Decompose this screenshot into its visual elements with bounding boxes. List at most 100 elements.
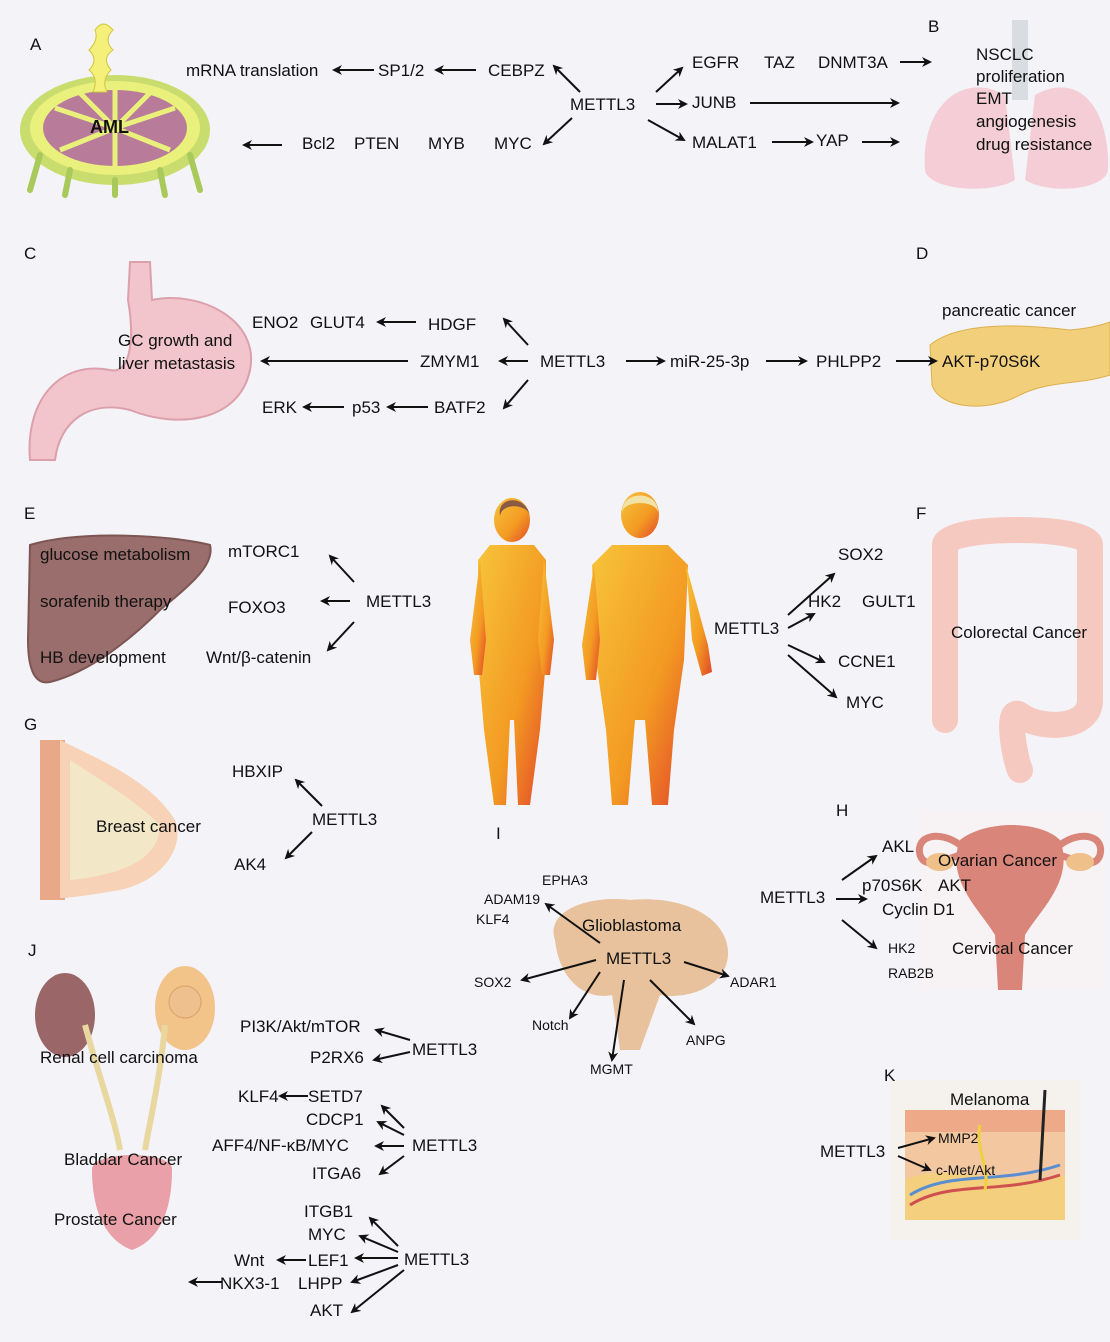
- mrna-translation-label: mRNA translation: [186, 62, 318, 79]
- sox2-f-label: SOX2: [838, 546, 883, 563]
- bcl2-label: Bcl2: [302, 135, 335, 152]
- klf4-i-label: KLF4: [476, 912, 509, 926]
- notch-label: Notch: [532, 1018, 569, 1032]
- angiogenesis-label: angiogenesis: [976, 113, 1076, 130]
- malat1-label: MALAT1: [692, 134, 757, 151]
- cebpz-label: CEBPZ: [488, 62, 545, 79]
- hb-development-label: HB development: [40, 649, 166, 666]
- akt-h-label: AKT: [938, 877, 971, 894]
- mettl3-e-label: METTL3: [366, 593, 431, 610]
- c-met-akt-label: c-Met/Akt: [936, 1163, 995, 1177]
- mettl3-g-label: METTL3: [312, 811, 377, 828]
- sox2-i-label: SOX2: [474, 975, 511, 989]
- pancreatic-cancer-label: pancreatic cancer: [942, 302, 1076, 319]
- mettl3-c-label: METTL3: [540, 353, 605, 370]
- adam19-label: ADAM19: [484, 892, 540, 906]
- myc-j-label: MYC: [308, 1226, 346, 1243]
- mtorc1-label: mTORC1: [228, 543, 299, 560]
- drug-resistance-label: drug resistance: [976, 136, 1092, 153]
- zmym1-label: ZMYM1: [420, 353, 480, 370]
- ak4-label: AK4: [234, 856, 266, 873]
- myc-f-label: MYC: [846, 694, 884, 711]
- klf4-j-label: KLF4: [238, 1088, 279, 1105]
- bladder-cancer-label: Bladdar Cancer: [64, 1151, 182, 1168]
- sp12-label: SP1/2: [378, 62, 424, 79]
- cyclin-d1-label: Cyclin D1: [882, 901, 955, 918]
- gult1-label: GULT1: [862, 593, 916, 610]
- nkx3-1-label: NKX3-1: [220, 1275, 280, 1292]
- akt-p70s6k-label: AKT-p70S6K: [942, 353, 1040, 370]
- mettl3-a-label: METTL3: [570, 96, 635, 113]
- proliferation-label: proliferation: [976, 68, 1065, 85]
- mettl3-j3-label: METTL3: [404, 1251, 469, 1268]
- mmp2-label: MMP2: [938, 1131, 978, 1145]
- hk2-f-label: HK2: [808, 593, 841, 610]
- adar1-label: ADAR1: [730, 975, 777, 989]
- lef1-label: LEF1: [308, 1252, 349, 1269]
- akl-label: AKL: [882, 838, 914, 855]
- glioblastoma-label: Glioblastoma: [582, 917, 681, 934]
- foxo3-label: FOXO3: [228, 599, 286, 616]
- melanoma-label: Melanoma: [950, 1091, 1029, 1108]
- section-label-k: K: [884, 1067, 895, 1084]
- renal-cell-carcinoma-label: Renal cell carcinoma: [40, 1049, 198, 1066]
- p2rx6-label: P2RX6: [310, 1049, 364, 1066]
- aml-illustration-icon: [20, 24, 210, 195]
- ovarian-cancer-label: Ovarian Cancer: [938, 852, 1057, 869]
- wnt-label: Wnt: [234, 1252, 264, 1269]
- p70s6k-label: p70S6K: [862, 877, 923, 894]
- liver-metastasis-label: liver metastasis: [118, 355, 235, 372]
- section-label-f: F: [916, 505, 926, 522]
- section-label-i: I: [496, 825, 501, 842]
- section-label-j: J: [28, 942, 37, 959]
- egfr-label: EGFR: [692, 54, 739, 71]
- hbxip-label: HBXIP: [232, 763, 283, 780]
- emt-label: EMT: [976, 90, 1012, 107]
- mettl3-f-label: METTL3: [714, 620, 779, 637]
- hk2-h-label: HK2: [888, 941, 915, 955]
- batf2-label: BATF2: [434, 399, 486, 416]
- itgb1-label: ITGB1: [304, 1203, 353, 1220]
- epha3-label: EPHA3: [542, 873, 588, 887]
- colon-icon: [945, 530, 1090, 770]
- glut4-label: GLUT4: [310, 314, 365, 331]
- section-label-c: C: [24, 245, 36, 262]
- urinary-system-icon: [35, 966, 215, 1250]
- nsclc-label: NSCLC: [976, 46, 1034, 63]
- mgmt-label: MGMT: [590, 1062, 633, 1076]
- mir-25-3p-label: miR-25-3p: [670, 353, 749, 370]
- p53-label: p53: [352, 399, 380, 416]
- pten-label: PTEN: [354, 135, 399, 152]
- myc-a-label: MYC: [494, 135, 532, 152]
- cdcp1-label: CDCP1: [306, 1111, 364, 1128]
- pi3k-akt-mtor-label: PI3K/Akt/mTOR: [240, 1018, 361, 1035]
- section-label-e: E: [24, 505, 35, 522]
- human-bodies-icon: [470, 492, 712, 805]
- myb-label: MYB: [428, 135, 465, 152]
- setd7-label: SETD7: [308, 1088, 363, 1105]
- yap-label: YAP: [816, 132, 849, 149]
- breast-cancer-label: Breast cancer: [96, 818, 201, 835]
- glucose-metabolism-label: glucose metabolism: [40, 546, 190, 563]
- section-label-d: D: [916, 245, 928, 262]
- section-label-a: A: [30, 36, 41, 53]
- wnt-beta-catenin-label: Wnt/β-catenin: [206, 649, 311, 666]
- aml-label: AML: [90, 118, 129, 136]
- sorafenib-therapy-label: sorafenib therapy: [40, 593, 171, 610]
- hdgf-label: HDGF: [428, 316, 476, 333]
- eno2-label: ENO2: [252, 314, 298, 331]
- mettl3-j2-label: METTL3: [412, 1137, 477, 1154]
- pathway-arrows: [190, 62, 936, 1312]
- mettl3-j1-label: METTL3: [412, 1041, 477, 1058]
- ccne1-label: CCNE1: [838, 653, 896, 670]
- rab2b-label: RAB2B: [888, 966, 934, 980]
- lhpp-label: LHPP: [298, 1275, 342, 1292]
- section-label-h: H: [836, 802, 848, 819]
- mettl3-k-label: METTL3: [820, 1143, 885, 1160]
- junb-label: JUNB: [692, 94, 736, 111]
- section-label-g: G: [24, 716, 37, 733]
- taz-label: TAZ: [764, 54, 795, 71]
- anpg-label: ANPG: [686, 1033, 726, 1047]
- colorectal-cancer-label: Colorectal Cancer: [951, 624, 1087, 641]
